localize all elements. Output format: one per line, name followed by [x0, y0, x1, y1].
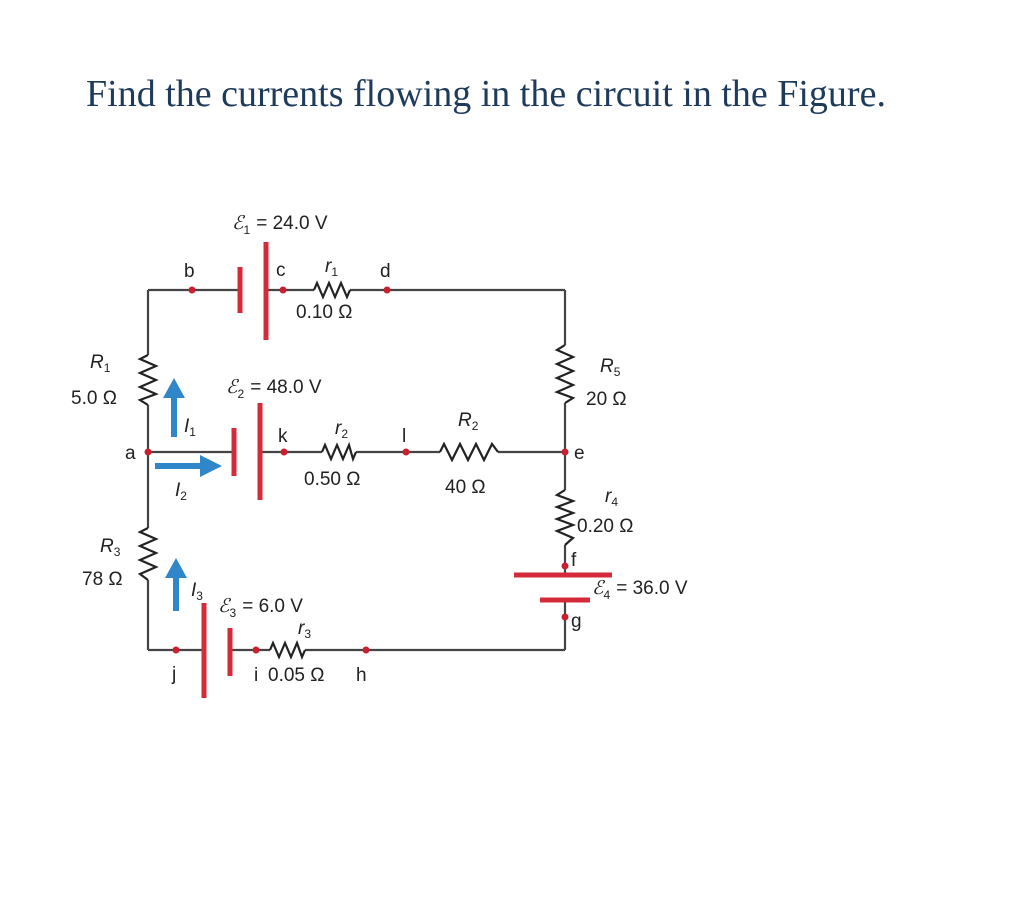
resistor-r2: [320, 441, 358, 463]
label-node-c: c: [276, 260, 286, 281]
label-R2-symbol: R2: [458, 410, 479, 433]
label-R2-value: 40 Ω: [445, 477, 486, 498]
label-emf1: ℰ1= 24.0 V: [232, 213, 328, 237]
label-R1-symbol: R1: [90, 352, 111, 375]
node-a: [144, 448, 152, 456]
label-r1-value: 0.10 Ω: [296, 302, 352, 323]
label-node-a: a: [125, 443, 136, 464]
label-node-d: d: [380, 261, 391, 282]
label-node-i: i: [254, 665, 258, 686]
resistor-r4: [553, 489, 577, 546]
label-R3-symbol: R3: [100, 536, 121, 559]
node-j: [172, 646, 180, 654]
label-current-i2: I2: [175, 480, 187, 503]
node-b: [188, 286, 196, 294]
label-node-e: e: [574, 443, 585, 464]
node-i: [252, 646, 260, 654]
label-R3-value: 78 Ω: [82, 569, 123, 590]
resistor-R1: [137, 354, 159, 406]
resistor-r1: [312, 280, 352, 300]
current-arrow-i1: [163, 378, 185, 437]
label-R5-symbol: R5: [600, 356, 621, 379]
battery-emf3: [201, 603, 233, 698]
label-r4-symbol: r4: [605, 486, 618, 509]
current-arrow-i3: [165, 558, 187, 611]
label-r2-value: 0.50 Ω: [304, 469, 360, 490]
label-r3-symbol: r3: [298, 618, 311, 641]
label-emf2: ℰ2= 48.0 V: [226, 377, 322, 401]
label-emf3: ℰ3= 6.0 V: [218, 596, 303, 620]
circuit-nodes: [144, 286, 569, 654]
label-r3-value: 0.05 Ω: [268, 665, 324, 686]
label-node-g: g: [571, 611, 582, 632]
label-node-j: j: [171, 664, 176, 685]
battery-emf4: [514, 572, 612, 603]
battery-emf1: [237, 242, 269, 340]
resistor-R5: [554, 344, 576, 404]
label-R1-value: 5.0 Ω: [71, 388, 117, 409]
current-arrow-i2: [155, 455, 222, 477]
label-node-l: l: [402, 426, 406, 447]
node-f: [561, 562, 569, 570]
resistor-R3: [137, 527, 159, 581]
label-r1-symbol: r1: [325, 256, 338, 279]
node-e: [561, 448, 569, 456]
label-r2-symbol: r2: [335, 418, 348, 441]
node-k: [280, 448, 288, 456]
label-emf4: ℰ4= 36.0 V: [592, 578, 688, 602]
node-l: [402, 448, 410, 456]
resistor-R2: [439, 441, 499, 463]
node-h: [362, 646, 370, 654]
node-c: [279, 286, 287, 294]
node-g: [561, 613, 569, 621]
label-R5-value: 20 Ω: [586, 389, 627, 410]
label-node-h: h: [356, 665, 367, 686]
label-current-i3: I3: [191, 580, 203, 603]
label-r4-value: 0.20 Ω: [577, 516, 633, 537]
battery-emf2: [231, 403, 263, 500]
resistor-r3: [268, 639, 307, 661]
label-node-f: f: [571, 550, 577, 571]
label-current-i1: I1: [184, 416, 196, 439]
label-node-b: b: [184, 261, 195, 282]
label-node-k: k: [278, 426, 288, 447]
question-text: Find the currents flowing in the circuit…: [86, 73, 886, 115]
node-d: [383, 286, 391, 294]
